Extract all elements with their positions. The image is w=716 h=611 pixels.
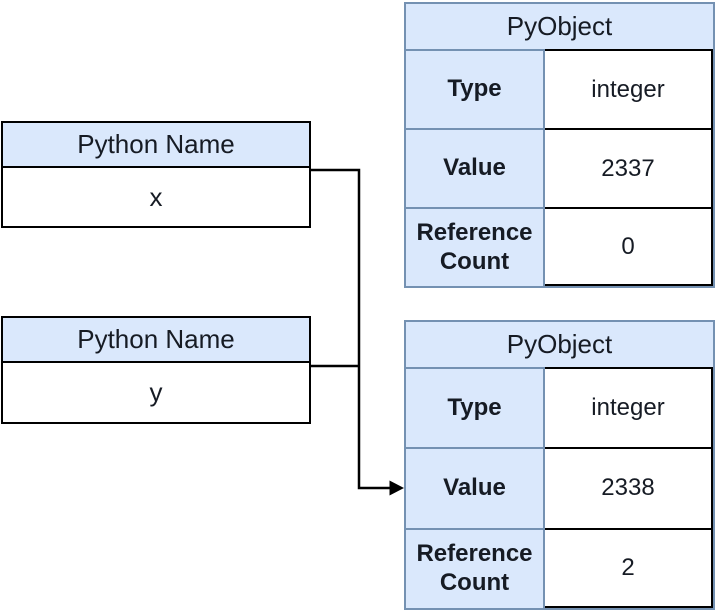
field-value-reference-count: 0 (545, 207, 713, 286)
table-row: Type integer (406, 367, 713, 448)
table-row: Reference Count 2 (406, 527, 713, 608)
python-name-box-y: Python Name y (1, 316, 311, 424)
name-value-x: x (149, 181, 163, 212)
table-row: Value 2338 (406, 447, 713, 528)
python-name-title: Python Name (3, 318, 309, 363)
pyobject-table-2338: PyObject Type integer Value 2338 Referen… (404, 320, 715, 610)
field-value-value: 2337 (545, 128, 713, 207)
pyobject-title: PyObject (506, 329, 613, 359)
table-row: Reference Count 0 (406, 207, 713, 286)
name-value-y: y (149, 377, 163, 407)
field-label-type: Type (406, 49, 545, 128)
arrowhead-icon (389, 480, 404, 496)
field-label-reference-count: Reference Count (406, 207, 545, 286)
pyobject-table-2337: PyObject Type integer Value 2337 Referen… (404, 2, 715, 288)
field-value-value: 2338 (545, 447, 713, 528)
field-value-type: integer (545, 367, 713, 448)
field-label-type: Type (406, 367, 545, 448)
table-row: Value 2337 (406, 128, 713, 207)
edge-x-to-pyobject (311, 168, 390, 490)
field-value-type: integer (545, 49, 713, 128)
python-name-title: Python Name (3, 123, 309, 168)
python-name-box-x: Python Name x (1, 121, 311, 228)
table-row: Type integer (406, 49, 713, 128)
field-label-reference-count: Reference Count (406, 527, 545, 608)
field-label-value: Value (406, 447, 545, 528)
pyobject-title: PyObject (506, 11, 613, 41)
field-value-reference-count: 2 (545, 527, 713, 608)
field-label-value: Value (406, 128, 545, 207)
